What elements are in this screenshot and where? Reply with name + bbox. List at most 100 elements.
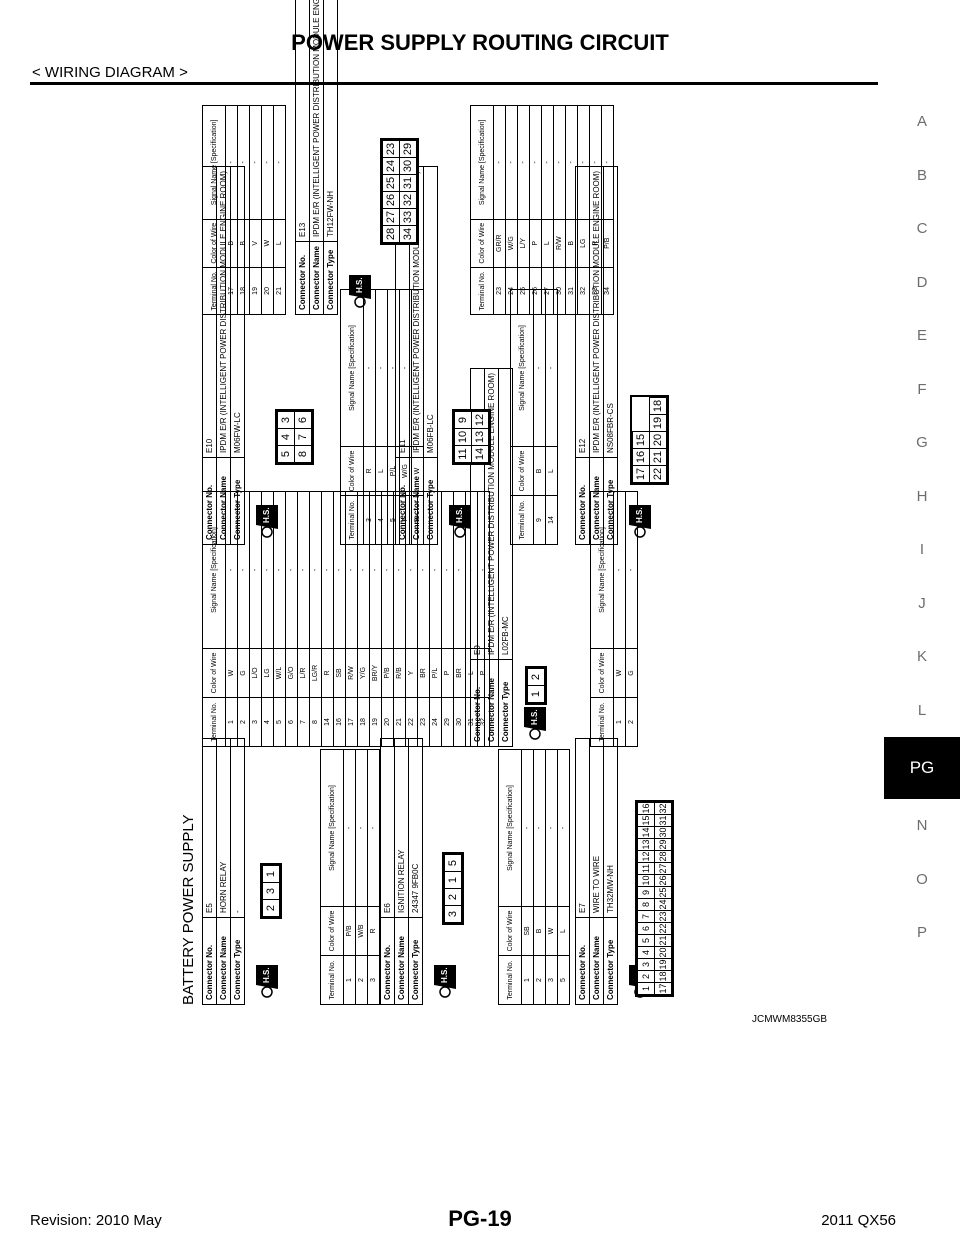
- connector-pin: 12: [637, 850, 655, 863]
- table-cell: -: [505, 105, 518, 220]
- connector-field-label: Connector Type: [230, 917, 245, 1005]
- table-cell: 2: [355, 955, 368, 1005]
- connector-pin: 2: [637, 970, 655, 983]
- terminal-table-header: Color of Wire: [510, 446, 534, 496]
- connector-field-label: Connector Type: [603, 917, 618, 1005]
- table-cell: 16: [333, 697, 346, 747]
- terminal-table-header: Signal Name [Specification]: [498, 749, 522, 907]
- table-cell: L: [273, 219, 286, 268]
- table-cell: BR: [453, 648, 466, 698]
- section-tab-d[interactable]: D: [916, 273, 928, 291]
- connector-field-label: Connector Type: [603, 457, 618, 545]
- hs-badge-icon: H.S.: [347, 275, 371, 309]
- connector-pin: 11: [454, 445, 472, 463]
- connector-pin: 10: [454, 428, 472, 446]
- table-cell: 3: [249, 697, 262, 747]
- connector-pin: 19: [649, 414, 667, 432]
- connector-pin: 12: [471, 411, 489, 429]
- table-cell: GR/R: [493, 219, 506, 268]
- figure-code: JCMWM8355GB: [752, 1014, 828, 1025]
- connector-pin: 14: [471, 445, 489, 463]
- table-cell: 14: [545, 495, 558, 545]
- table-cell: 34: [601, 267, 614, 315]
- table-cell: R: [321, 648, 334, 698]
- table-cell: 30: [453, 697, 466, 747]
- connector-pin: 21: [654, 934, 672, 947]
- table-cell: 30: [553, 267, 566, 315]
- connector-pin: 2: [444, 888, 462, 906]
- table-cell: 2: [237, 697, 250, 747]
- connector-field-value: E13: [295, 0, 310, 242]
- table-cell: 31: [565, 267, 578, 315]
- table-cell: -: [577, 105, 590, 220]
- table-cell: 29: [441, 697, 454, 747]
- terminal-table-header: Terminal No.: [340, 495, 364, 545]
- connector-pin: 22: [649, 465, 667, 483]
- table-cell: 1: [613, 697, 626, 747]
- table-cell: L: [541, 219, 554, 268]
- connector-pin: 1: [262, 865, 280, 883]
- section-tab-c[interactable]: C: [916, 220, 928, 237]
- table-cell: 22: [405, 697, 418, 747]
- hs-label: H.S.: [635, 507, 644, 523]
- section-tab-index: A B C D E F G H I J K L PG N O P: [884, 95, 960, 960]
- table-cell: 2: [533, 955, 546, 1005]
- section-tab-a[interactable]: A: [916, 113, 927, 130]
- table-cell: 20: [381, 697, 394, 747]
- terminal-table-header: Signal Name [Specification]: [470, 105, 494, 220]
- connector-pin: 19: [654, 958, 672, 971]
- table-cell: 3: [545, 955, 558, 1005]
- connector-field-label: Connector No.: [380, 917, 395, 1005]
- section-tab-j[interactable]: J: [918, 594, 926, 612]
- section-tab-i[interactable]: I: [919, 541, 925, 558]
- section-tab-p[interactable]: P: [916, 924, 927, 941]
- section-tab-n[interactable]: N: [916, 817, 928, 834]
- terminal-table-header: Color of Wire: [202, 648, 226, 698]
- table-cell: -: [249, 105, 262, 220]
- connector-pin: 17: [654, 982, 672, 995]
- connector-pin: 28: [382, 225, 400, 243]
- connector-field-label: Connector Type: [230, 457, 245, 545]
- section-tab-g[interactable]: G: [916, 434, 928, 451]
- terminal-table-header: Color of Wire: [470, 219, 494, 268]
- connector-pin: 13: [637, 838, 655, 851]
- table-cell: P/B: [601, 219, 614, 268]
- connector-field-value: -: [230, 738, 245, 918]
- table-cell: L/Y: [517, 219, 530, 268]
- section-tab-o[interactable]: O: [916, 870, 928, 888]
- table-cell: P: [529, 219, 542, 268]
- table-cell: B: [533, 906, 546, 956]
- table-cell: G: [237, 648, 250, 698]
- table-cell: 26: [529, 267, 542, 315]
- section-tab-l[interactable]: L: [917, 701, 927, 719]
- connector-pin: 9: [454, 411, 472, 429]
- section-tab-f[interactable]: F: [917, 380, 927, 398]
- section-tab-h[interactable]: H: [916, 487, 928, 505]
- terminal-table-header: Color of Wire: [340, 446, 364, 496]
- connector-field-label: Connector Type: [408, 917, 423, 1005]
- table-cell: -: [261, 105, 274, 220]
- table-cell: 14: [321, 697, 334, 747]
- table-cell: W/G: [505, 219, 518, 268]
- table-cell: -: [553, 105, 566, 220]
- connector-pin: 8: [637, 898, 655, 911]
- section-tab-e[interactable]: E: [916, 327, 927, 344]
- table-cell: B: [533, 446, 546, 496]
- section-tab-pg[interactable]: PG: [884, 737, 960, 799]
- table-cell: -: [557, 749, 570, 907]
- section-tab-b[interactable]: B: [916, 166, 927, 184]
- section-tab-k[interactable]: K: [916, 648, 927, 665]
